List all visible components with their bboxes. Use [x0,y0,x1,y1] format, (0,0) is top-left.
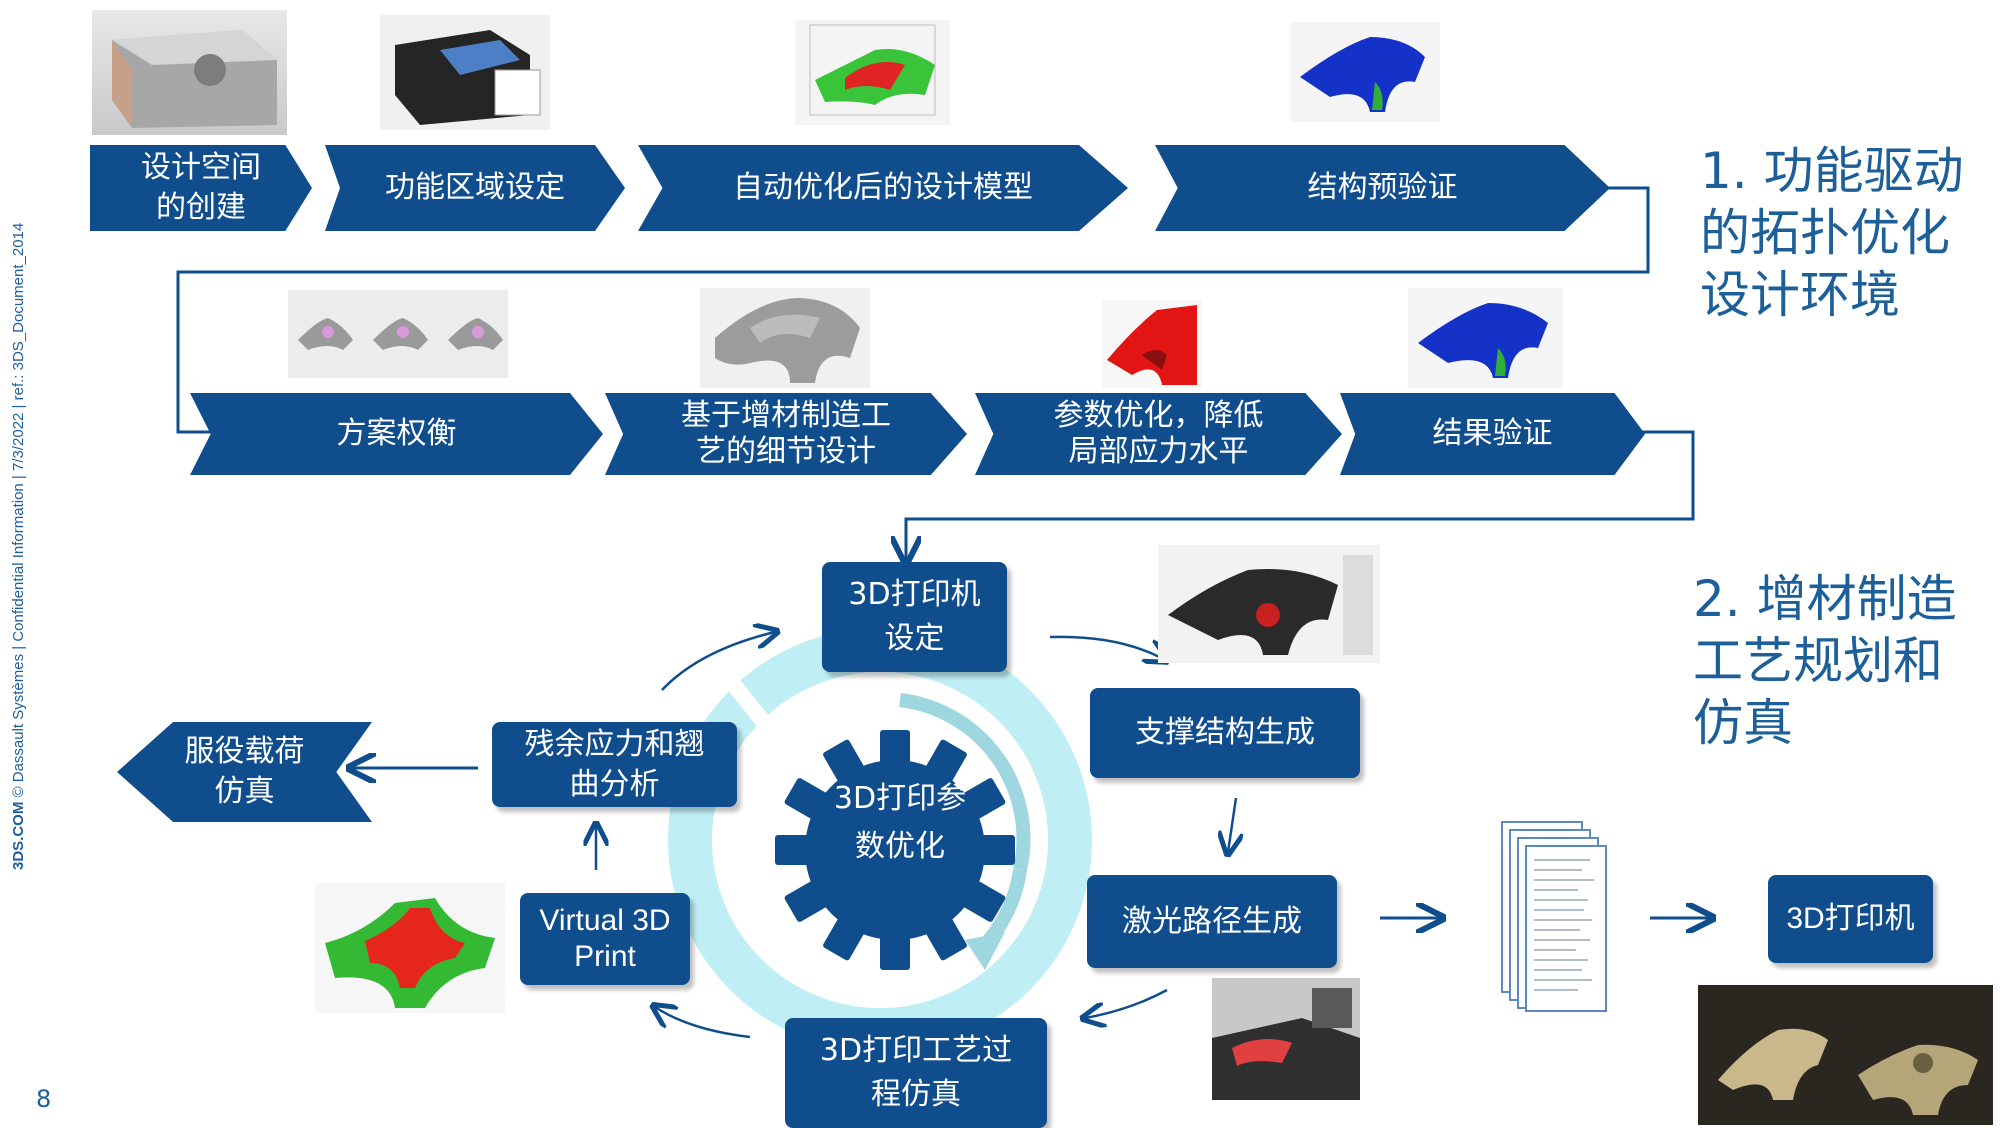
laser-path-image [1212,978,1360,1100]
am-detail-image [700,288,870,388]
step-parameter-optimization: 参数优化，降低 局部应力水平 [975,393,1342,475]
box-printer-setup: 3D打印机 设定 [822,562,1007,672]
arrow-laser-to-process [1085,988,1168,1018]
heading-1: 1. 功能驱动 的拓扑优化 设计环境 [1700,142,1964,324]
box-residual-stress: 残余应力和翘 曲分析 [492,722,737,807]
step-tradeoff: 方案权衡 [190,393,603,475]
box-3d-printer: 3D打印机 [1768,875,1933,963]
design-space-image [92,10,287,135]
gear-center-label: 3D打印参 数优化 [833,781,967,864]
printed-part-image [1158,545,1380,663]
step-result-validation: 结果验证 [1340,393,1645,475]
step-prevalidation: 结构预验证 [1155,145,1610,231]
printed-metal-parts-photo [1698,985,1993,1125]
page-number: 8 [36,1085,52,1113]
arrow-residual-to-printer [661,632,775,691]
step-functional-region: 功能区域设定 [325,145,625,231]
functional-region-image [380,15,550,130]
row2-cycle-connector [906,430,1695,560]
gear-icon [775,730,1015,970]
step-optimized-model: 自动优化后的设计模型 [638,145,1128,231]
arrow-support-to-laser [1228,797,1236,852]
step-service-load: 服役载荷 仿真 [117,722,372,822]
parameter-opt-image [1102,300,1202,388]
optimized-model-image [795,20,950,125]
arrow-process-to-virtual [655,1007,751,1039]
result-validation-image [1408,288,1563,388]
box-support-generation: 支撑结构生成 [1090,688,1360,778]
step-am-detail-design: 基于增材制造工 艺的细节设计 [605,393,967,475]
step-design-space: 设计空间 的创建 [90,145,312,231]
row1-row2-connector [176,186,1650,434]
box-virtual-3d-print: Virtual 3D Print [520,893,690,985]
box-process-simulation: 3D打印工艺过 程仿真 [785,1018,1047,1128]
prevalidation-image [1290,22,1440,122]
tradeoff-image [288,290,508,378]
box-laser-path: 激光路径生成 [1087,875,1337,968]
gcode-document-icon [1501,821,1607,1012]
heading-2: 2. 增材制造 工艺规划和 仿真 [1693,570,1957,752]
virtual-print-image [315,883,505,1013]
arrow-printer-to-support [1049,635,1165,660]
